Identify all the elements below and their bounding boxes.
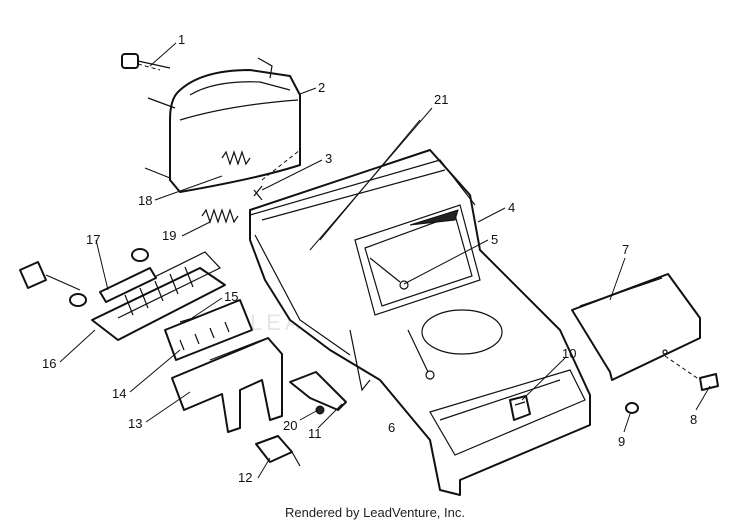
callout-14: 14: [112, 386, 126, 401]
callout-17: 17: [86, 232, 100, 247]
part-18-spring: [221, 150, 251, 166]
callout-10: 10: [562, 346, 576, 361]
part-19-spring: [201, 208, 239, 224]
part-11-connector: [289, 371, 347, 411]
callout-7: 7: [622, 242, 629, 257]
part-17-switch-plate: [99, 267, 157, 303]
part-1-knob: [121, 53, 171, 71]
callout-18: 18: [138, 193, 152, 208]
callout-3: 3: [325, 151, 332, 166]
callout-2: 2: [318, 80, 325, 95]
callout-9: 9: [618, 434, 625, 449]
rendered-by-footer: Rendered by LeadVenture, Inc.: [285, 505, 465, 520]
part-light-switch: [19, 261, 81, 291]
callout-19: 19: [162, 228, 176, 243]
callout-12: 12: [238, 470, 252, 485]
callout-11: 11: [308, 426, 322, 441]
part-12-plug: [255, 435, 301, 467]
part-20-screw: [315, 405, 325, 415]
part-6-screw: [407, 329, 435, 380]
part-21-dash-console: [249, 149, 591, 496]
callout-6: 6: [388, 420, 395, 435]
part-15-pin: [179, 315, 201, 323]
part-13-mounting-bracket: [171, 337, 283, 433]
callout-labels: 1 2 3 4 5 6 7 8 9 10 11 12 13 14 15 16 1…: [42, 32, 697, 485]
callout-13: 13: [128, 416, 142, 431]
callout-8: 8: [690, 412, 697, 427]
callout-1: 1: [178, 32, 185, 47]
callout-5: 5: [491, 232, 498, 247]
part-16-grommet: [69, 248, 149, 307]
part-9-washer: [625, 402, 639, 414]
part-2-headlight-housing: [144, 57, 301, 193]
callout-16: 16: [42, 356, 56, 371]
part-14-switch-block: [164, 299, 253, 361]
part-16-bracket: [91, 251, 226, 341]
part-5-screw: [369, 257, 409, 290]
part-10-key-switch: [509, 395, 531, 421]
callout-20: 20: [283, 418, 297, 433]
part-8-bolt: [664, 355, 719, 391]
callout-15: 15: [224, 289, 238, 304]
leader-lines: [59, 42, 711, 479]
part-7-cover-plate: [571, 273, 701, 381]
callout-4: 4: [508, 200, 515, 215]
callout-21: 21: [434, 92, 448, 107]
part-3-screw: [253, 149, 301, 201]
